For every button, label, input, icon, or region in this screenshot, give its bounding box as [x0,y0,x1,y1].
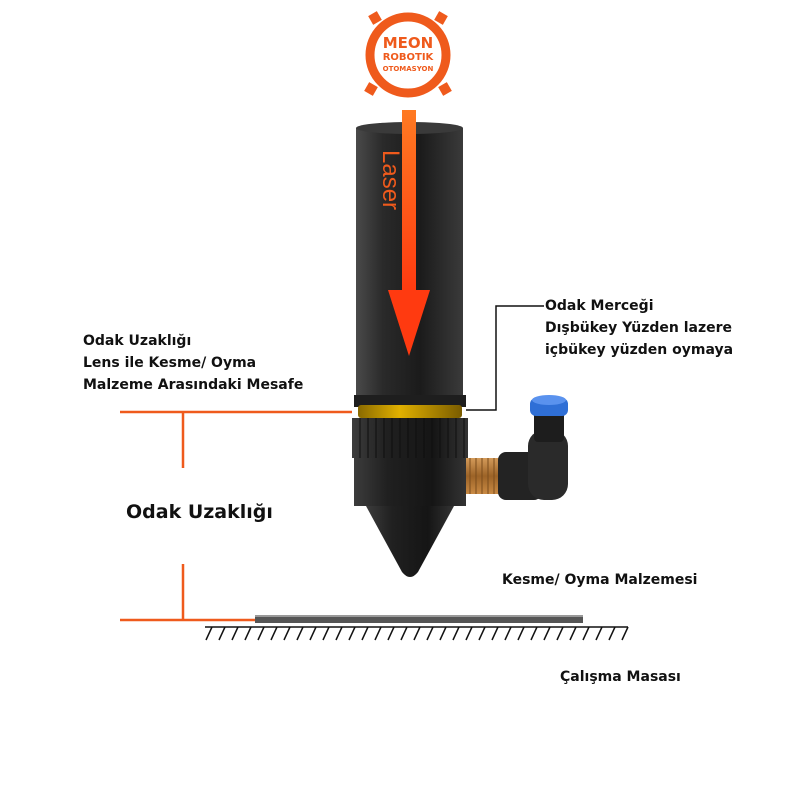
laser-label: Laser [377,150,404,211]
logo-text-otomasyon: OTOMASYON [382,65,434,73]
table-label: Çalışma Masası [560,669,681,685]
workpiece [255,615,583,623]
focus-lens-ring [358,405,462,418]
laser-beam-arrow [388,110,430,356]
lens-desc-line1: Dışbükey Yüzden lazere [545,320,733,336]
logo-text-meon: MEON [382,34,434,52]
lens-title: Odak Merceği [545,298,654,314]
focal-length-desc-line1: Lens ile Kesme/ Oyma [83,355,257,371]
work-table [205,626,629,641]
nozzle-cone [366,506,454,577]
material-label: Kesme/ Oyma Malzemesi [502,572,698,588]
knurled-collar [352,418,468,458]
focal-length-heading: Odak Uzaklığı [83,333,192,349]
focal-length-big-label: Odak Uzaklığı [126,501,273,523]
brand-logo [364,11,452,98]
focal-distance-marker [120,410,352,622]
logo-text-robotik: ROBOTIK [382,52,434,63]
focal-length-desc-line2: Malzeme Arasındaki Mesafe [83,377,304,393]
lens-callout-line [466,305,544,411]
air-fitting [466,395,568,500]
lens-desc-line2: içbükey yüzden oymaya [545,342,734,358]
